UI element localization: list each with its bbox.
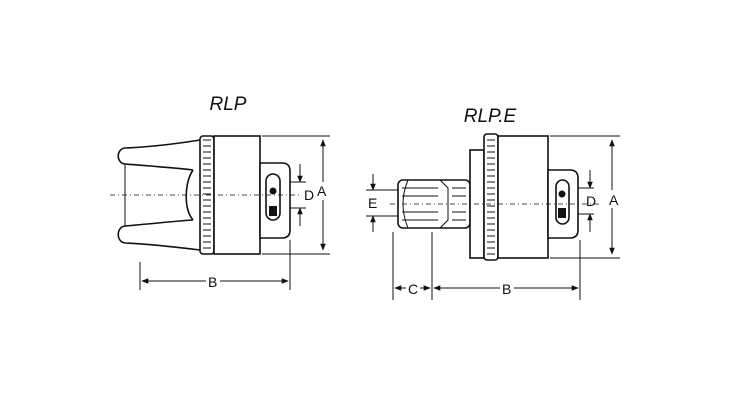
rlp-e-dim-d: D bbox=[578, 170, 596, 232]
svg-text:B: B bbox=[208, 274, 217, 290]
svg-text:E: E bbox=[368, 195, 377, 211]
svg-text:A: A bbox=[609, 192, 619, 208]
rlp-e-dim-c: C bbox=[392, 232, 433, 300]
svg-text:C: C bbox=[408, 281, 418, 297]
rlp-lock-pin bbox=[259, 162, 291, 239]
rlp-e-dim-b: B bbox=[433, 240, 581, 300]
rlp-dim-a: A bbox=[262, 135, 330, 255]
svg-text:D: D bbox=[586, 193, 596, 209]
rlp-e-knurled-ring bbox=[483, 133, 499, 261]
rlp-dim-b: B bbox=[139, 240, 291, 290]
rlp-e-body bbox=[497, 135, 549, 259]
rlp-drawing: RLP D bbox=[110, 94, 330, 290]
rlp-e-drawing: RLP.E bbox=[366, 106, 620, 300]
rlp-title: RLP bbox=[210, 94, 247, 115]
svg-text:B: B bbox=[502, 281, 511, 297]
rlp-dim-d: D bbox=[290, 164, 314, 226]
svg-text:A: A bbox=[317, 183, 327, 199]
rlp-e-dim-a: A bbox=[550, 135, 620, 259]
rlp-e-title: RLP.E bbox=[464, 106, 517, 127]
svg-text:D: D bbox=[304, 187, 314, 203]
rlp-e-dim-e: E bbox=[366, 174, 398, 232]
